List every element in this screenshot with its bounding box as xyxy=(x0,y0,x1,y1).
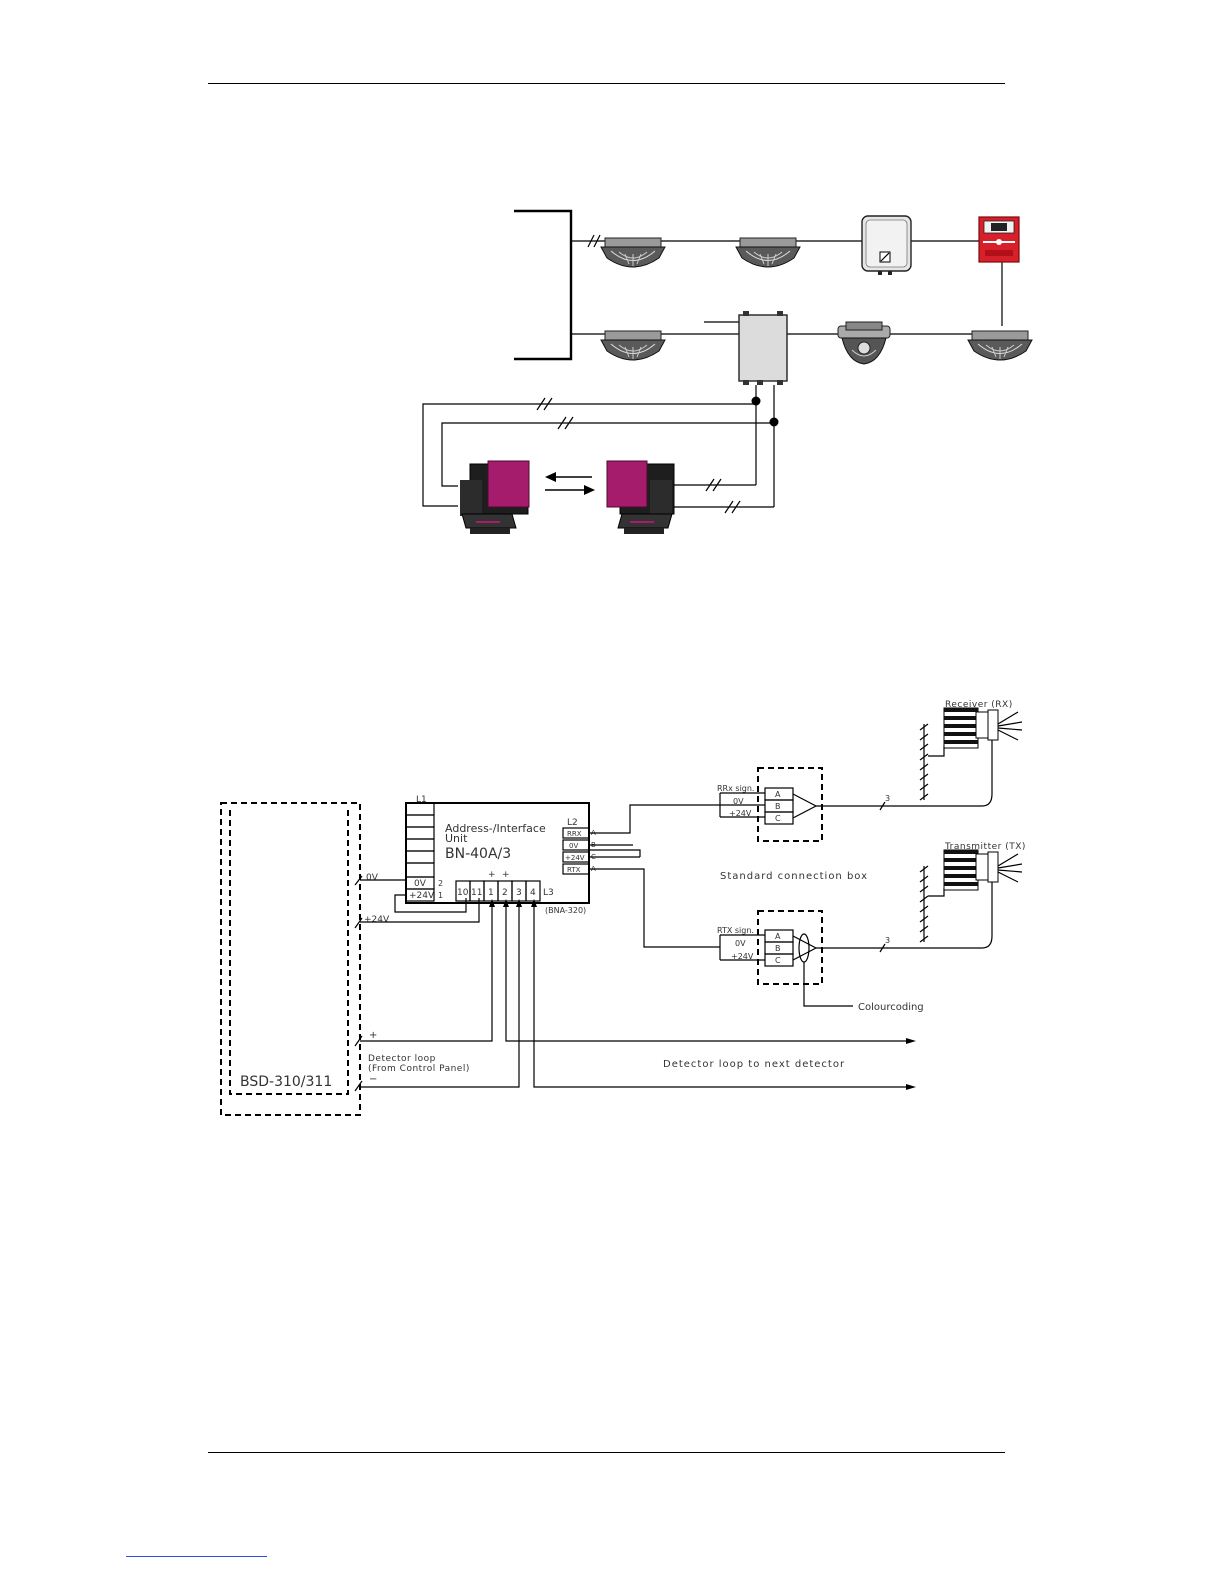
transmitter-label: Transmitter (TX) xyxy=(944,842,1026,852)
standard-box-label: Standard connection box xyxy=(720,871,868,882)
rx-box-0v: 0V xyxy=(733,797,744,806)
l3-plus-1: + xyxy=(488,870,496,880)
unit-l1-label: L1 xyxy=(416,795,427,805)
unit-sub-model: (BNA-320) xyxy=(545,906,586,915)
control-panel-outline xyxy=(220,802,361,1116)
rx-box-b: B xyxy=(775,802,781,811)
tx-box-b: B xyxy=(775,944,781,953)
tx-box-a: A xyxy=(775,932,781,941)
transmitter-device-icon xyxy=(919,849,1023,943)
l3-t4: 4 xyxy=(530,888,536,898)
footer-link-underline[interactable] xyxy=(126,1556,267,1557)
rx-cable-count: 3 xyxy=(885,794,890,803)
beam-receiver-icon xyxy=(460,460,530,534)
top-system-diagram xyxy=(422,209,1033,534)
rtx-signal-label: RTX sign. xyxy=(717,926,754,935)
tx-box-c: C xyxy=(775,956,781,965)
loop-minus-label: − xyxy=(369,1074,377,1085)
junction-dot xyxy=(751,396,761,406)
l1-24v: +24V xyxy=(409,891,435,901)
receiver-label: Receiver (RX) xyxy=(945,700,1013,710)
l3-t10: 10 xyxy=(457,888,469,898)
tx-connection-box xyxy=(757,910,823,985)
l2-0v: 0V xyxy=(569,842,578,850)
next-detector-label: Detector loop to next detector xyxy=(663,1059,845,1070)
l2-24v: +24V xyxy=(565,854,585,862)
l2-rtx: RTX xyxy=(567,866,581,874)
unit-title-1: Address-/Interface xyxy=(445,822,546,835)
loop-label-1: Detector loop xyxy=(368,1054,436,1064)
junction-dot xyxy=(769,417,779,427)
manual-call-point-icon xyxy=(978,216,1020,263)
colourcoding-label: Colourcoding xyxy=(858,1002,924,1013)
rx-connection-box xyxy=(757,767,823,842)
header-rule xyxy=(208,83,1005,84)
l3-t3: 3 xyxy=(516,888,522,898)
panel-bracket xyxy=(514,209,573,361)
rx-box-a: A xyxy=(775,790,781,799)
unit-title-2: Unit xyxy=(445,832,468,845)
unit-model: BN-40A/3 xyxy=(445,846,511,862)
receiver-device-icon xyxy=(919,707,1023,801)
loop-label-2: (From Control Panel) xyxy=(368,1064,470,1074)
connection-box-icon xyxy=(704,311,788,385)
l1-num-1: 1 xyxy=(438,891,443,900)
unit-l3-label: L3 xyxy=(543,888,554,898)
tx-cable-count: 3 xyxy=(885,936,890,945)
rx-box-c: C xyxy=(775,814,781,823)
l3-plus-2: + xyxy=(502,870,510,880)
heat-detector-icon xyxy=(837,321,891,365)
l3-t2: 2 xyxy=(502,888,508,898)
l3-t1: 1 xyxy=(488,888,494,898)
l3-t11: 11 xyxy=(471,888,482,898)
footer-rule xyxy=(208,1452,1005,1453)
l2-rrx: RRX xyxy=(567,830,582,838)
l1-0v: 0V xyxy=(414,879,427,889)
loop-plus-label: + xyxy=(369,1030,377,1041)
rrx-signal-label: RRx sign. xyxy=(717,784,754,793)
interface-module-icon xyxy=(861,215,912,275)
beam-transmitter-icon xyxy=(606,460,675,534)
unit-l2-label: L2 xyxy=(567,818,578,828)
panel-24v-label: +24V xyxy=(364,915,390,925)
rx-box-24v: +24V xyxy=(729,809,752,818)
l1-num-2: 2 xyxy=(438,879,443,888)
tx-box-24v: +24V xyxy=(731,952,754,961)
panel-0v-label: 0V xyxy=(366,873,379,883)
panel-name: BSD-310/311 xyxy=(240,1074,332,1090)
tx-box-0v: 0V xyxy=(735,939,746,948)
l3-terminal-strip xyxy=(455,880,541,902)
